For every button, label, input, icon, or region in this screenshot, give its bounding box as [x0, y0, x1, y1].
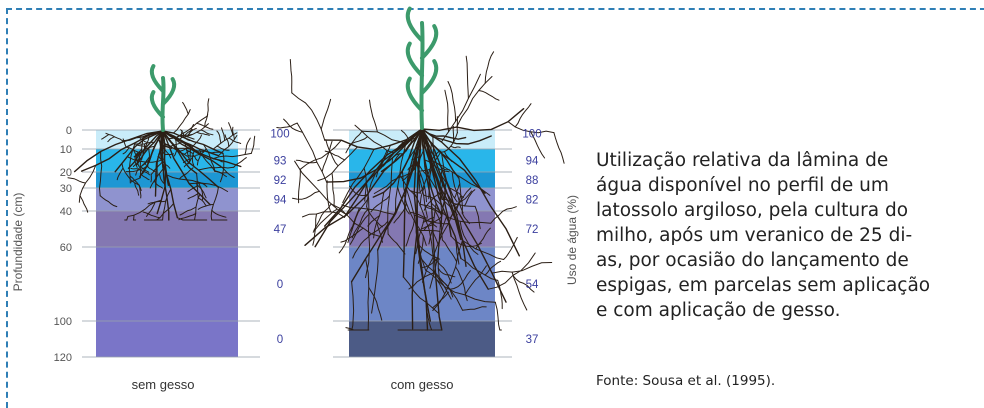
- caption: Utilização relativa da lâmina de água di…: [596, 148, 984, 323]
- root: [445, 90, 449, 131]
- soil-layer: [349, 321, 495, 357]
- root: [554, 133, 564, 164]
- root: [457, 77, 492, 128]
- water-use-value: 0: [277, 334, 283, 346]
- water-use-value: 82: [526, 195, 539, 207]
- root: [512, 272, 527, 310]
- depth-tick-label: 30: [60, 183, 72, 195]
- root: [245, 138, 250, 154]
- root: [492, 263, 552, 274]
- depth-tick-label: 40: [60, 206, 72, 218]
- root: [332, 173, 334, 206]
- water-use-value: 94: [526, 156, 539, 168]
- water-use-axis-title: Uso de água (%): [565, 195, 579, 285]
- root: [293, 191, 320, 199]
- root: [299, 169, 301, 202]
- root: [495, 302, 501, 330]
- root: [290, 60, 292, 93]
- soil-layer: [96, 211, 238, 247]
- corn-plant-small: [152, 66, 174, 130]
- water-use-value: 94: [274, 195, 287, 207]
- water-use-value: 100: [522, 129, 541, 141]
- caption-line: as, por ocasião do lançamento de: [596, 248, 984, 273]
- depth-tick-label: 60: [60, 242, 72, 254]
- depth-axis-title: Profundidade (cm): [11, 193, 25, 292]
- root: [479, 91, 499, 101]
- caption-line: latossolo argiloso, pela cultura do: [596, 198, 984, 223]
- root: [422, 109, 524, 131]
- root: [80, 196, 88, 213]
- root: [466, 56, 468, 98]
- water-use-value: 72: [526, 224, 539, 236]
- root: [321, 99, 330, 129]
- caption-line: milho, após um veranico de 25 di-: [596, 223, 984, 248]
- root: [327, 181, 331, 212]
- depth-tick-label: 100: [54, 316, 72, 328]
- root: [370, 100, 378, 132]
- root: [183, 102, 189, 114]
- root: [448, 82, 456, 122]
- water-use-value: 37: [526, 334, 539, 346]
- root: [515, 104, 531, 127]
- soil-layer: [349, 247, 495, 321]
- corn-plant-tall: [408, 9, 437, 128]
- caption-line: espigas, em parcelas sem aplicação: [596, 273, 984, 298]
- profile-name: com gesso: [391, 377, 454, 392]
- water-use-value: 0: [277, 279, 283, 291]
- soil-layer: [349, 149, 495, 172]
- root: [292, 93, 325, 140]
- water-use-value: 100: [270, 129, 289, 141]
- profile-name: sem gesso: [132, 377, 195, 392]
- soil-layer: [96, 247, 238, 321]
- depth-tick-label: 0: [66, 125, 72, 137]
- depth-tick-label: 120: [54, 352, 72, 364]
- water-use-value: 93: [274, 156, 287, 168]
- root: [277, 123, 297, 128]
- plant-leaf: [408, 44, 422, 76]
- plant-leaf: [408, 9, 422, 41]
- water-use-value: 54: [526, 279, 539, 291]
- water-use-value: 88: [526, 175, 539, 187]
- water-use-value: 47: [274, 224, 287, 236]
- caption-line: Utilização relativa da lâmina de: [596, 148, 984, 173]
- caption-line: e com aplicação de gesso.: [596, 298, 984, 323]
- depth-tick-label: 10: [60, 144, 72, 156]
- root: [207, 99, 209, 116]
- water-use-value: 92: [274, 175, 287, 187]
- root: [151, 174, 152, 182]
- source-note: Fonte: Sousa et al. (1995).: [596, 373, 775, 389]
- root: [251, 136, 254, 153]
- caption-line: água disponível no perfil de um: [596, 173, 984, 198]
- depth-tick-label: 20: [60, 167, 72, 179]
- soil-layer: [96, 321, 238, 357]
